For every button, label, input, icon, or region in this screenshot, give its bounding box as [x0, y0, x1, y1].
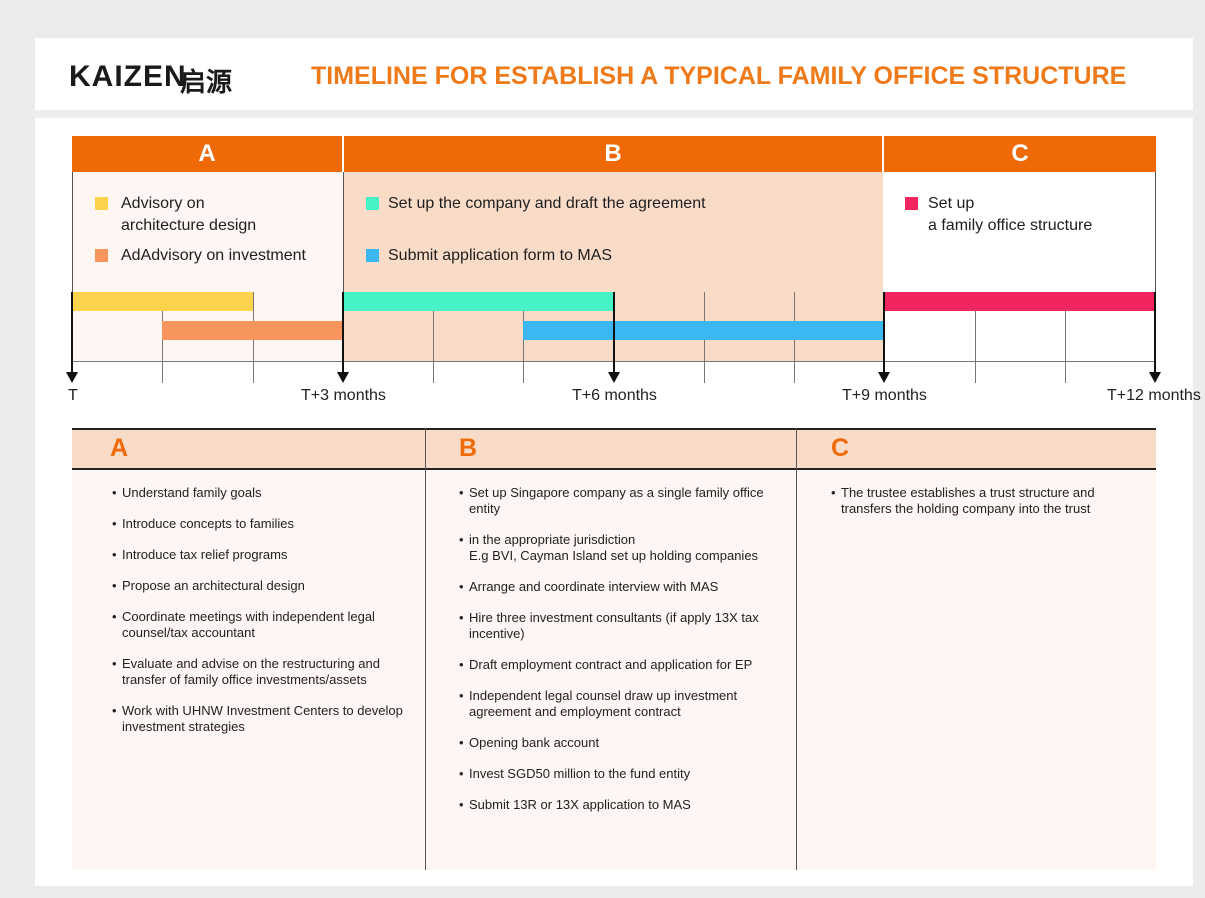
detail-list-item: in the appropriate jurisdiction E.g BVI,… — [459, 532, 779, 564]
milestone-arrowhead — [608, 372, 620, 383]
page-title: TIMELINE FOR ESTABLISH A TYPICAL FAMILY … — [311, 62, 1127, 90]
phase-c-label: C — [1011, 140, 1029, 167]
detail-list-item: Work with UHNW Investment Centers to dev… — [112, 703, 412, 735]
phase-a-header: A — [72, 136, 342, 172]
timeline-gridline — [433, 292, 434, 383]
detail-list-item: Understand family goals — [112, 485, 412, 501]
timeline-bar-1 — [72, 292, 253, 311]
milestone-arrowhead — [66, 372, 78, 383]
detail-b-list: Set up Singapore company as a single fam… — [459, 485, 779, 828]
detail-list-item: Propose an architectural design — [112, 578, 412, 594]
milestone-label: T+6 months — [572, 387, 657, 404]
detail-list-item: Arrange and coordinate interview with MA… — [459, 579, 779, 595]
legend-label-family-office: Set up a family office structure — [928, 195, 1093, 234]
detail-b-label: B — [459, 434, 478, 462]
milestone-arrow — [1154, 292, 1156, 372]
legend-label-investment: AdAdvisory on investment — [121, 247, 306, 264]
timeline-bar-3 — [343, 292, 614, 311]
legend-swatch-family-office — [905, 197, 918, 210]
milestone-arrowhead — [337, 372, 349, 383]
milestone-arrow — [883, 292, 885, 372]
logo: KAIZEN — [69, 60, 187, 93]
legend-label-architecture: Advisory on architecture design — [121, 195, 257, 234]
timeline-bar-5 — [884, 292, 1155, 311]
legend-swatch-investment — [95, 249, 108, 262]
logo-cjk: 启源 — [180, 67, 233, 97]
detail-list-item: Invest SGD50 million to the fund entity — [459, 766, 779, 782]
milestone-arrowhead — [1149, 372, 1161, 383]
detail-list-item: Coordinate meetings with independent leg… — [112, 609, 412, 641]
detail-list-item: Set up Singapore company as a single fam… — [459, 485, 779, 517]
milestone-arrow — [342, 292, 344, 372]
timeline-gridline — [1065, 292, 1066, 383]
detail-list-item: Introduce concepts to families — [112, 516, 412, 532]
detail-list-item: Draft employment contract and applicatio… — [459, 657, 779, 673]
legend-swatch-architecture — [95, 197, 108, 210]
detail-list-item: Evaluate and advise on the restructuring… — [112, 656, 412, 688]
header: KAIZEN 启源 TIMELINE FOR ESTABLISH A TYPIC… — [35, 38, 1193, 118]
milestone-label: T+3 months — [301, 387, 386, 404]
detail-a-label: A — [110, 434, 129, 462]
legend-label-company: Set up the company and draft the agreeme… — [388, 195, 706, 212]
phase-a-label: A — [198, 140, 216, 167]
phase-b-label: B — [604, 140, 622, 167]
timeline-bar-2 — [162, 321, 343, 340]
legend-label-mas: Submit application form to MAS — [388, 247, 613, 264]
detail-list-item: Hire three investment consultants (if ap… — [459, 610, 779, 642]
phase-b-header: B — [344, 136, 882, 172]
detail-c-list: The trustee establishes a trust structur… — [831, 485, 1141, 532]
milestone-arrow — [613, 292, 615, 372]
detail-list-item: The trustee establishes a trust structur… — [831, 485, 1141, 517]
milestone-label: T — [68, 387, 78, 404]
phase-c-header: C — [884, 136, 1156, 172]
detail-list-item: Opening bank account — [459, 735, 779, 751]
detail-divider-bc — [796, 428, 797, 870]
phase-c-panel — [883, 172, 1156, 361]
milestone-arrowhead — [878, 372, 890, 383]
legend-swatch-company — [366, 197, 379, 210]
timeline-bar-4 — [523, 321, 884, 340]
legend-swatch-mas — [366, 249, 379, 262]
milestone-arrow — [71, 292, 73, 372]
detail-list-item: Submit 13R or 13X application to MAS — [459, 797, 779, 813]
detail-list-item: Introduce tax relief programs — [112, 547, 412, 563]
detail-divider-ab — [425, 428, 426, 870]
detail-header-band — [72, 428, 1156, 470]
detail-c-label: C — [831, 434, 850, 462]
milestone-label: T+9 months — [842, 387, 927, 404]
timeline-gridline — [975, 292, 976, 383]
detail-a-list: Understand family goalsIntroduce concept… — [112, 485, 412, 750]
detail-list-item: Independent legal counsel draw up invest… — [459, 688, 779, 720]
milestone-label: T+12 months — [1107, 387, 1201, 404]
